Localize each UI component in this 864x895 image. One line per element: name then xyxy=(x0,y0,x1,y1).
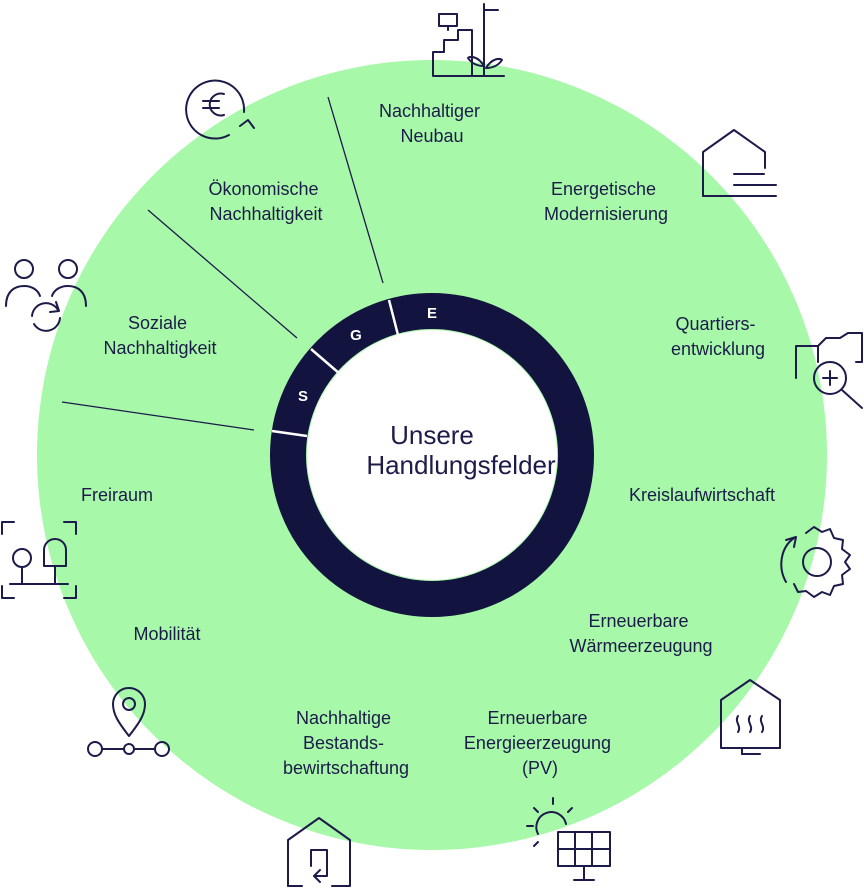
ring-separator xyxy=(271,429,308,438)
people-cycle-icon xyxy=(5,259,87,332)
ring-separator xyxy=(310,348,341,375)
ring-letter-s: S xyxy=(298,388,308,405)
center-disc xyxy=(307,330,557,580)
euro-cycle-icon xyxy=(185,79,255,140)
building-plant-icon xyxy=(432,3,505,77)
esg-ring xyxy=(270,293,594,617)
solar-panel-icon xyxy=(526,797,611,881)
trees-icon xyxy=(1,521,77,599)
house-heat-icon xyxy=(720,679,781,755)
map-search-icon xyxy=(795,332,863,409)
field-label-oekonomisch: Ökonomische Nachhaltigkeit xyxy=(208,179,323,224)
field-label-modernisierung: Energetische Modernisierung xyxy=(544,179,668,224)
center-title-line1: Unsere xyxy=(390,420,474,450)
gear-cycle-icon xyxy=(780,526,851,598)
field-label-sozial: Soziale Nachhaltigkeit xyxy=(103,313,216,358)
ring-letter-e: E xyxy=(427,305,437,322)
house-lines-icon xyxy=(702,129,777,197)
field-label-mobilitaet: Mobilität xyxy=(133,624,200,644)
divider-line-oekonomisch-sozial xyxy=(147,209,298,339)
house-return-icon xyxy=(287,817,351,887)
field-label-waerme: Erneuerbare Wärmeerzeugung xyxy=(569,611,712,656)
field-label-freiraum: Freiraum xyxy=(81,485,153,505)
ring-separator xyxy=(387,299,400,336)
field-label-bestand: Nachhaltige Bestands- bewirtschaftung xyxy=(283,708,409,778)
field-label-neubau: Nachhaltiger Neubau xyxy=(379,101,485,146)
field-label-quartier: Quartiers- entwicklung xyxy=(671,314,765,359)
divider-line-sozial-freiraum xyxy=(61,401,255,431)
ring-letter-g: G xyxy=(350,327,362,344)
divider-line-neubau-oekonomisch xyxy=(327,96,384,284)
route-pin-icon xyxy=(87,687,170,757)
field-label-kreislauf: Kreislaufwirtschaft xyxy=(629,485,775,505)
center-title-line2: Handlungsfelder xyxy=(366,450,556,480)
field-label-pv: Erneuerbare Energieerzeugung (PV) xyxy=(464,708,616,778)
